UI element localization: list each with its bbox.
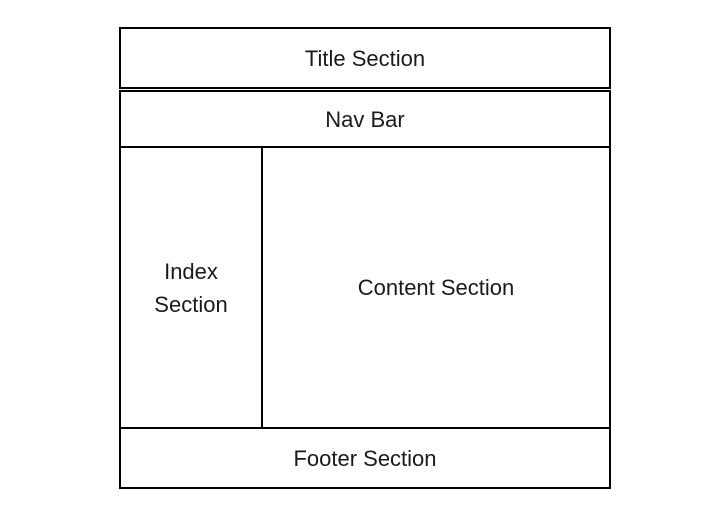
content-section-label: Content Section — [357, 275, 515, 300]
title-section-label: Title Section — [304, 45, 426, 71]
webpage-layout-wireframe: Title Section Nav Bar Index Section Cont… — [119, 27, 611, 489]
index-section-label: Index Section — [154, 258, 228, 317]
index-section-box: Index Section — [121, 148, 263, 427]
title-section-box: Title Section — [119, 27, 611, 89]
nav-bar-label: Nav Bar — [325, 106, 405, 132]
nav-bar-box: Nav Bar — [119, 90, 611, 148]
middle-row: Index Section Content Section — [119, 146, 611, 429]
content-section-box: Content Section — [263, 148, 609, 427]
footer-section-label: Footer Section — [293, 445, 437, 471]
footer-section-box: Footer Section — [119, 427, 611, 489]
